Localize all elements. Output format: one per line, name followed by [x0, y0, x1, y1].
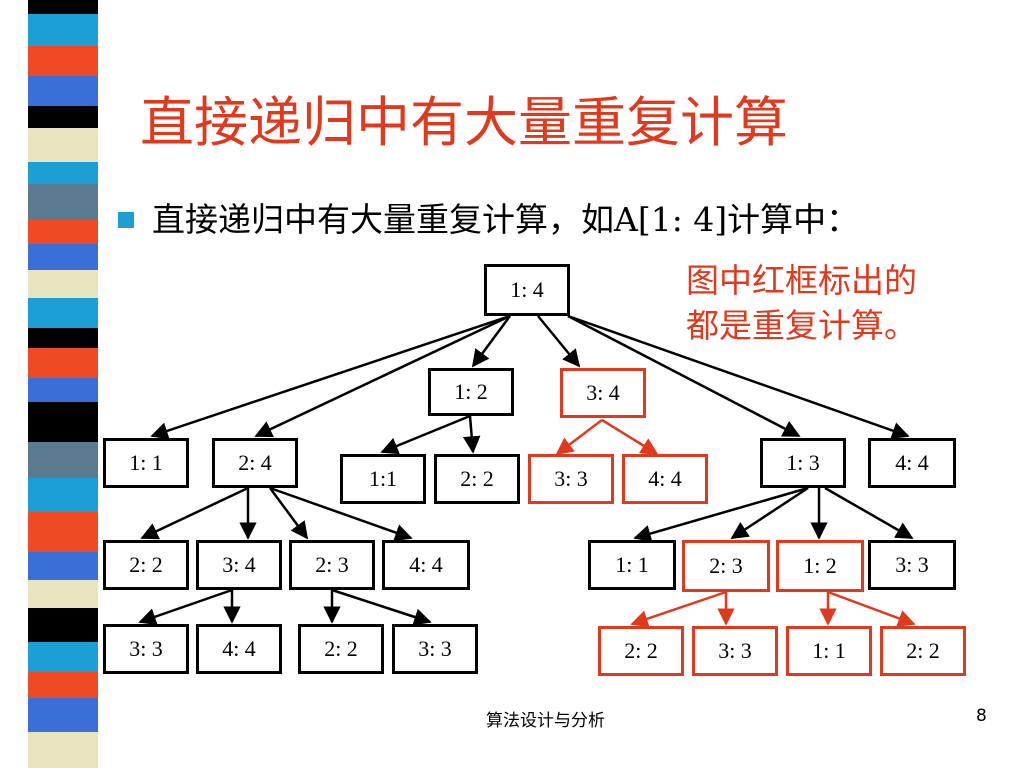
tree-node-duplicate: 2: 2 — [880, 626, 966, 676]
tree-node-duplicate: 4: 4 — [622, 454, 708, 504]
tree-node: 2: 2 — [434, 454, 520, 504]
edge-root-to-34 — [537, 315, 581, 368]
edge-34-to-33 — [555, 419, 603, 456]
bullet-square-icon — [118, 212, 134, 228]
edge-root-to-13 — [567, 314, 801, 438]
edge-root-to-12 — [471, 315, 512, 368]
tree-node-duplicate: 1: 2 — [776, 540, 864, 592]
footer-course-title: 算法设计与分析 — [486, 711, 605, 731]
tree-node: 1:1 — [340, 454, 426, 504]
edge-root-to-11 — [150, 314, 511, 440]
note-line-1: 图中红框标出的 — [686, 261, 917, 300]
edge-12b-to-22 — [827, 590, 916, 627]
edge-13-to-11 — [633, 486, 809, 543]
tree-node: 2: 3 — [289, 540, 375, 590]
slide-title: 直接递归中有大量重复计算 — [140, 91, 788, 154]
edge-12-to-22 — [462, 415, 481, 454]
tree-node: 2: 2 — [103, 540, 189, 590]
edge-23b-to-22 — [630, 590, 727, 628]
edge-root-to-24 — [254, 314, 511, 438]
edge-12-to-11 — [380, 414, 471, 455]
tree-node: 2: 2 — [298, 624, 384, 674]
tree-node-root: 1: 4 — [484, 264, 570, 316]
decorative-stripe-bar — [28, 0, 98, 768]
tree-node: 1: 1 — [103, 438, 189, 488]
tree-node: 4: 4 — [196, 624, 282, 674]
tree-node-duplicate: 3: 3 — [528, 454, 614, 504]
edge-13-to-23 — [730, 486, 809, 540]
tree-node: 1: 3 — [760, 438, 846, 488]
note-line-2: 都是重复计算。 — [686, 306, 917, 345]
tree-node-duplicate: 2: 2 — [598, 626, 684, 676]
tree-node: 3: 3 — [868, 540, 956, 590]
tree-node: 4: 4 — [868, 438, 956, 488]
tree-node-duplicate: 2: 3 — [682, 540, 770, 592]
bullet-text: 直接递归中有大量重复计算，如A[1: 4]计算中： — [152, 200, 860, 239]
edge-24-to-23 — [268, 487, 309, 540]
tree-node-duplicate: 3: 3 — [692, 626, 778, 676]
edge-24-to-22 — [140, 486, 249, 540]
edge-34b-to-33 — [138, 588, 233, 626]
tree-node-duplicate: 1: 1 — [786, 626, 872, 676]
tree-node: 3: 3 — [103, 624, 189, 674]
tree-node: 1: 2 — [428, 368, 514, 416]
page-number: 8 — [976, 706, 987, 726]
edge-34-to-44 — [601, 418, 659, 456]
edge-13-to-33 — [824, 486, 914, 540]
tree-node: 4: 4 — [382, 540, 470, 590]
tree-node: 1: 1 — [588, 540, 676, 590]
edge-23a-to-33 — [331, 588, 432, 626]
tree-node: 2: 4 — [212, 438, 298, 488]
tree-node: 3: 4 — [196, 540, 282, 590]
tree-node-duplicate: 3: 4 — [560, 368, 646, 418]
edge-24-to-44 — [269, 486, 413, 541]
annotation-note: 图中红框标出的 都是重复计算。 — [686, 258, 986, 348]
tree-node: 3: 3 — [392, 624, 478, 674]
edge-root-to-44 — [567, 314, 910, 440]
